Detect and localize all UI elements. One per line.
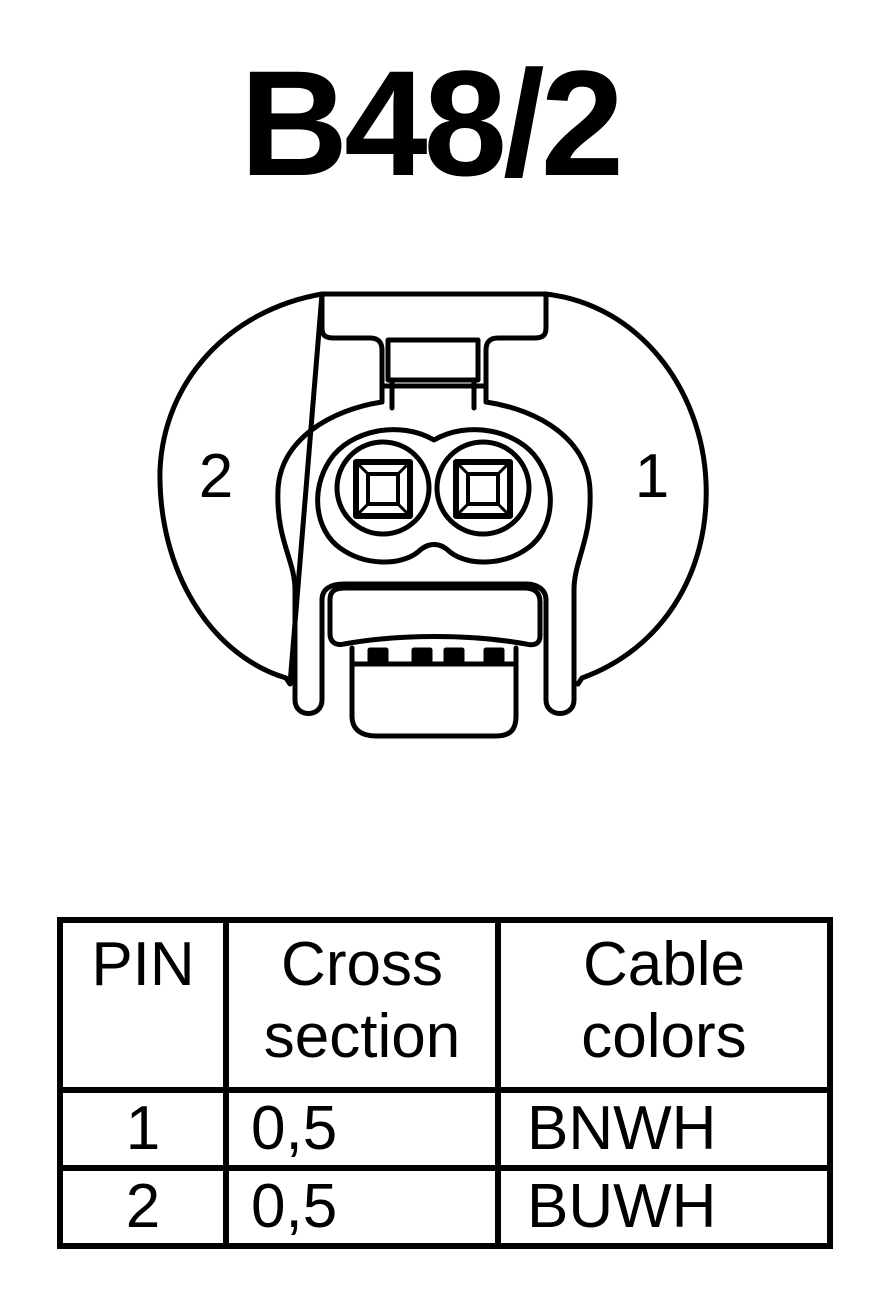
tongue-slot-4 bbox=[483, 647, 505, 665]
pin-assignment-table: PIN Cross section Cable colors 1 0,5 BNW… bbox=[57, 917, 833, 1249]
tongue-slot-1 bbox=[367, 647, 389, 665]
inner-shell bbox=[275, 383, 593, 716]
header-cable-colors-line2: colors bbox=[581, 1002, 747, 1071]
inner-bore bbox=[315, 427, 553, 565]
header-cable-colors-line1: Cable bbox=[583, 930, 745, 999]
header-pin-label: PIN bbox=[91, 930, 195, 999]
header-cross-section-line1: Cross bbox=[281, 930, 443, 999]
pin-1-cavity bbox=[434, 439, 532, 537]
tongue-slot-3 bbox=[443, 647, 465, 665]
row-2-cross-section: 0,5 bbox=[223, 1165, 501, 1249]
header-pin: PIN bbox=[57, 917, 229, 1093]
lower-bridge bbox=[327, 585, 543, 648]
connector-title: B48/2 bbox=[239, 39, 624, 207]
header-cross-section-line2: section bbox=[263, 1002, 461, 1071]
row-2-pin: 2 bbox=[57, 1165, 229, 1249]
latch-tab bbox=[319, 291, 549, 389]
pin-1-terminal-inner bbox=[466, 472, 500, 506]
connector-drawing: 2 1 bbox=[157, 291, 709, 739]
pin-2-terminal-outer bbox=[353, 459, 413, 519]
pin-1-terminal-outer bbox=[453, 459, 513, 519]
tongue-slot-2 bbox=[411, 647, 433, 665]
row-1-pin: 1 bbox=[57, 1087, 229, 1171]
pin-label-right: 1 bbox=[635, 442, 669, 511]
table-header-row: PIN Cross section Cable colors bbox=[57, 917, 833, 1093]
pin-2-cavity bbox=[334, 439, 432, 537]
header-cross-section: Cross section bbox=[223, 917, 501, 1093]
row-1-cross-section: 0,5 bbox=[223, 1087, 501, 1171]
housing-outline bbox=[157, 291, 709, 687]
table-row: 1 0,5 BNWH bbox=[57, 1087, 833, 1171]
row-1-cable-colors: BNWH bbox=[495, 1087, 833, 1171]
table-row: 2 0,5 BUWH bbox=[57, 1165, 833, 1249]
latch-window bbox=[385, 337, 481, 383]
pin-2-terminal-inner bbox=[366, 472, 400, 506]
pin-label-left: 2 bbox=[199, 442, 233, 511]
row-2-cable-colors: BUWH bbox=[495, 1165, 833, 1249]
locking-tongue bbox=[349, 645, 519, 739]
header-cable-colors: Cable colors bbox=[495, 917, 833, 1093]
